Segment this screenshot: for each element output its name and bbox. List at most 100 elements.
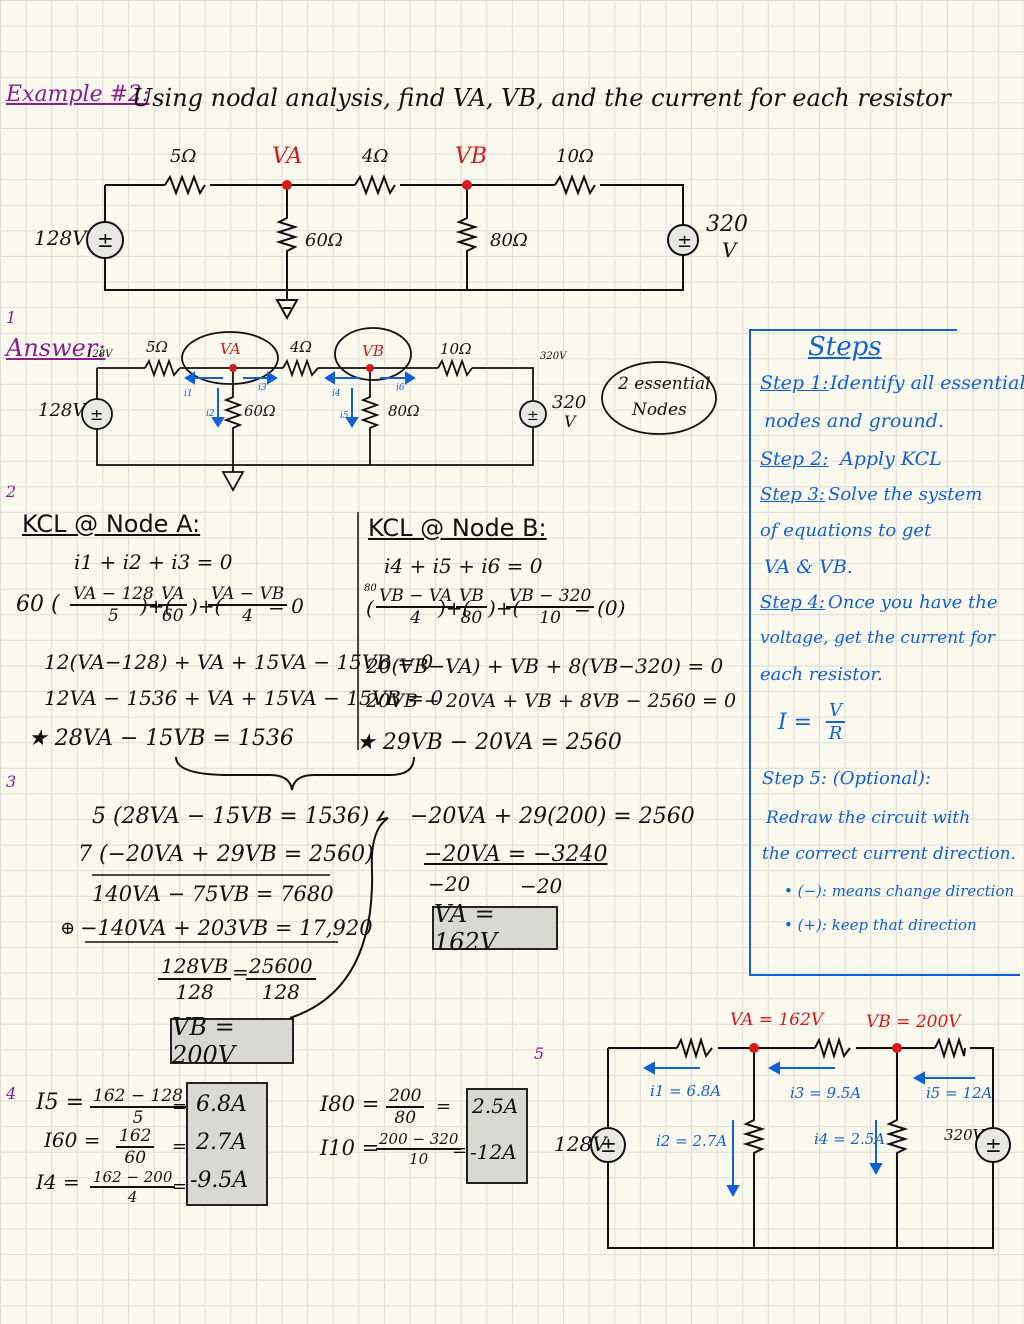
step3-text-3: VA & VB. [764, 556, 853, 578]
solve-vb-den2: 128 [261, 980, 300, 1004]
solve-right-line2: −20VA = −3240 [424, 842, 608, 867]
step5-text-1: Redraw the circuit with [766, 808, 971, 828]
solve-line2: 7 (−20VA + 29VB = 2560) [78, 842, 374, 867]
kcl-a-plus1: )+( [140, 594, 173, 618]
kcl-a-frac2: VA 60 [158, 584, 188, 626]
steps-box [749, 329, 1020, 976]
node-b-circle [334, 327, 412, 381]
kcl-b-plus2: )+( [488, 596, 521, 620]
answer-i6-label: i6 [396, 383, 405, 393]
ohm-law-den: R [828, 723, 843, 744]
answer-label: Answer: [6, 334, 106, 362]
kcl-a-eq3: 12(VA−128) + VA + 15VA − 15VB = 0 [44, 650, 434, 674]
ground-symbol-1 [275, 290, 299, 321]
i10-label: I10 = [320, 1136, 380, 1160]
svg-text:±: ± [527, 408, 539, 424]
steps-heading: Steps [808, 332, 882, 362]
i60-value: 2.7A [196, 1130, 247, 1155]
i5-label: I5 = [36, 1090, 85, 1115]
answer-i5-label: i5 [340, 411, 349, 421]
solve-vb-fraction-right: 25600 128 [246, 954, 316, 1004]
va-result-box: VA = 162V [432, 900, 558, 956]
redraw-va-label: VA = 162V [730, 1010, 824, 1030]
kcl-b-plus1: )+( [438, 596, 471, 620]
i5-den: 5 [132, 1108, 144, 1128]
kcl-b-eq2-post: = (0) [574, 596, 626, 620]
ohm-law-lhs: I = [778, 710, 813, 735]
circuit-diagram-1 [86, 174, 699, 321]
kcl-b-frac3-num: VB − 320 [506, 586, 595, 608]
source-128v [86, 221, 124, 259]
i80-value: 2.5A [472, 1094, 519, 1118]
ohm-law-fraction: V R [826, 700, 845, 744]
solve-vb-fraction-left: 128VB 128 [158, 954, 232, 1004]
kcl-a-eq1: i1 + i2 + i3 = 0 [74, 550, 233, 574]
answer-r80-label: 80Ω [388, 402, 420, 420]
combine-brace [175, 756, 415, 791]
circuit1-r3-label: 10Ω [556, 146, 594, 167]
answer-i2-label: i2 [206, 409, 215, 419]
kcl-a-eq4: 12VA − 1536 + VA + 15VA − 15VB = 0 [44, 686, 444, 710]
example-label: Example #2: [6, 82, 150, 107]
step4-label: Step 4: [760, 592, 825, 613]
svg-text:±: ± [600, 1133, 617, 1157]
circuit1-r1-label: 5Ω [170, 146, 197, 167]
redraw-i5-label: i5 = 12A [926, 1084, 993, 1102]
kcl-a-eq5: ★ 28VA − 15VB = 1536 [28, 726, 294, 751]
redraw-i1-label: i1 = 6.8A [650, 1082, 722, 1100]
circuit1-source-right-label: 320 [706, 212, 748, 237]
step2-label: Step 2: [760, 448, 829, 470]
i4-equals: = [172, 1176, 188, 1197]
circuit1-r2-label: 4Ω [362, 146, 389, 167]
currents-results-box-2 [466, 1088, 528, 1184]
circuit1-source-left-label: 128V [34, 226, 87, 250]
node-a-circle [181, 331, 279, 385]
i80-label: I80 = [320, 1092, 380, 1116]
currents-step-number: 4 [6, 1084, 17, 1103]
i10-num: 200 − 320 [376, 1130, 462, 1150]
kcl-a-frac1-num: VA − 128 [70, 584, 157, 606]
solve-right-line1: −20VA + 29(200) = 2560 [410, 804, 695, 829]
i5-num: 162 − 128 [90, 1086, 186, 1108]
ohm-law-num: V [826, 700, 845, 723]
kcl-step-number: 2 [6, 482, 17, 501]
problem-statement: Using nodal analysis, find VA, VB, and t… [132, 84, 951, 112]
step3-text-1: Solve the system [828, 484, 983, 505]
kcl-b-frac1-num: VB − VA [376, 586, 456, 608]
circuit1-r80-label: 80Ω [490, 230, 528, 251]
solve-vb-num2: 25600 [246, 954, 316, 980]
kcl-a-frac1-den: 5 [108, 606, 119, 626]
kcl-b-frac2: VB 80 [456, 586, 487, 628]
essential-nodes-bubble [601, 361, 717, 435]
kcl-a-frac3-den: 4 [242, 606, 254, 626]
i4-label: I4 = [36, 1170, 80, 1194]
kcl-a-eq2-prefix: 60 ( [16, 592, 60, 617]
step3-text-2: of equations to get [760, 520, 932, 541]
i80-equals: = [436, 1096, 452, 1117]
resistor-10 [554, 174, 596, 196]
solve-line1: 5 (28VA − 15VB = 1536) [92, 804, 370, 829]
step4-text-3: each resistor. [760, 664, 883, 685]
i5-equals: = [172, 1096, 188, 1117]
solve-line3: 140VA − 75VB = 7680 [92, 882, 334, 906]
answer-r2-label: 4Ω [290, 338, 312, 356]
redraw-vb-label: VB = 200V [866, 1012, 961, 1032]
i10-equals: = [452, 1140, 468, 1161]
kcl-b-heading: KCL @ Node B: [368, 514, 547, 542]
essential-nodes-line1: 2 essential [618, 374, 711, 394]
answer-current-arrows [184, 371, 416, 428]
svg-text:±: ± [97, 228, 114, 252]
answer-i4-label: i4 [332, 389, 341, 399]
redraw-i4-label: i4 = 2.5A [814, 1130, 886, 1148]
currents-results-box [186, 1082, 268, 1206]
kcl-b-frac2-num: VB [456, 586, 487, 608]
substitute-arrow [289, 817, 389, 1019]
redraw-source-right: 320V [944, 1126, 984, 1144]
solve-step-number: 3 [6, 772, 17, 791]
kcl-b-eq4: 20VB − 20VA + VB + 8VB − 2560 = 0 [366, 690, 737, 712]
answer-i3-label: i3 [258, 383, 267, 393]
circuit-diagram-redraw [590, 1036, 1011, 1249]
solve-vb-den: 128 [175, 980, 214, 1004]
i80-fraction: 200 80 [386, 1086, 425, 1128]
answer-source-right-unit: V [564, 412, 576, 431]
